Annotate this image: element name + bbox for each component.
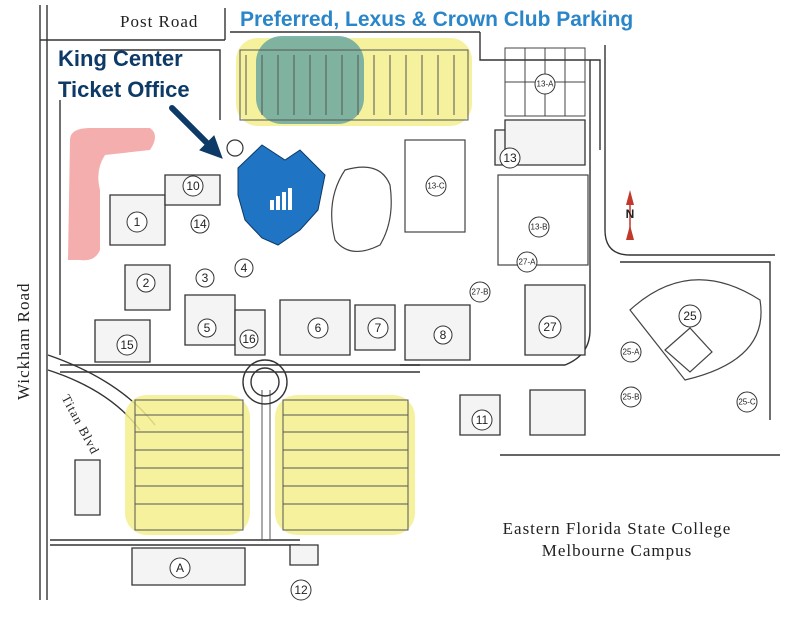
building-11-label: 11 (476, 413, 489, 427)
ticket-office-line2: Ticket Office (58, 77, 190, 102)
building-16-label: 16 (242, 332, 256, 346)
building-label-text: 1 2 3 4 5 6 7 8 10 11 12 13 13-A 13-B 13… (120, 80, 756, 598)
building-1-label: 1 (134, 215, 141, 229)
building-10-label: 10 (186, 179, 200, 193)
ticket-office-label: King Center Ticket Office (58, 43, 190, 105)
building-2-label: 2 (143, 276, 150, 290)
king-center-building (237, 144, 326, 246)
building-27a-label: 27-A (519, 258, 537, 267)
building-27b-label: 27-B (472, 288, 489, 297)
bottom-lot-stripes (134, 390, 409, 540)
building-25-label: 25 (683, 309, 697, 323)
building-13b-label: 13-B (531, 223, 548, 232)
building-13-label: 13 (503, 151, 517, 165)
college-line2: Melbourne Campus (541, 541, 693, 560)
field-13c (404, 139, 466, 233)
post-road-label: Post Road (120, 12, 199, 31)
building-8-label: 8 (440, 328, 447, 342)
building-13a-label: 13-A (537, 80, 555, 89)
wickham-road-label: Wickham Road (14, 282, 33, 400)
building-4-label: 4 (241, 261, 248, 275)
pond (331, 166, 392, 252)
building-25a-label: 25-A (623, 348, 641, 357)
building-7-label: 7 (375, 321, 382, 335)
building-25c-label: 25-C (738, 398, 756, 407)
building-outlines (74, 119, 586, 586)
building-27-label: 27 (543, 320, 557, 334)
building-25b-label: 25-B (623, 393, 640, 402)
red-parking-area (68, 128, 155, 261)
baseball-diamond-icon (629, 279, 762, 381)
ticket-office-kiosk (226, 139, 244, 157)
king-center-logo-icon (270, 188, 292, 210)
building-15-label: 15 (120, 338, 134, 352)
building-6-label: 6 (315, 321, 322, 335)
building-5-label: 5 (204, 321, 211, 335)
building-3-label: 3 (202, 271, 209, 285)
college-line1: Eastern Florida State College (502, 519, 732, 538)
north-label: N (626, 207, 635, 221)
parking-title: Preferred, Lexus & Crown Club Parking (240, 8, 634, 31)
building-14-label: 14 (193, 217, 207, 231)
building-13c-label: 13-C (427, 182, 445, 191)
top-lot-stripes (239, 49, 469, 121)
ticket-office-line1: King Center (58, 46, 183, 71)
building-a-label: A (176, 561, 184, 575)
field-13b (497, 174, 589, 266)
north-arrow-icon: N (626, 190, 635, 240)
roundabout (242, 359, 288, 405)
building-labels (116, 73, 758, 601)
arrow-icon (169, 105, 223, 159)
college-name: Eastern Florida State College Melbourne … (452, 518, 782, 562)
building-12-label: 12 (294, 583, 308, 597)
road-outlines (39, 5, 780, 600)
